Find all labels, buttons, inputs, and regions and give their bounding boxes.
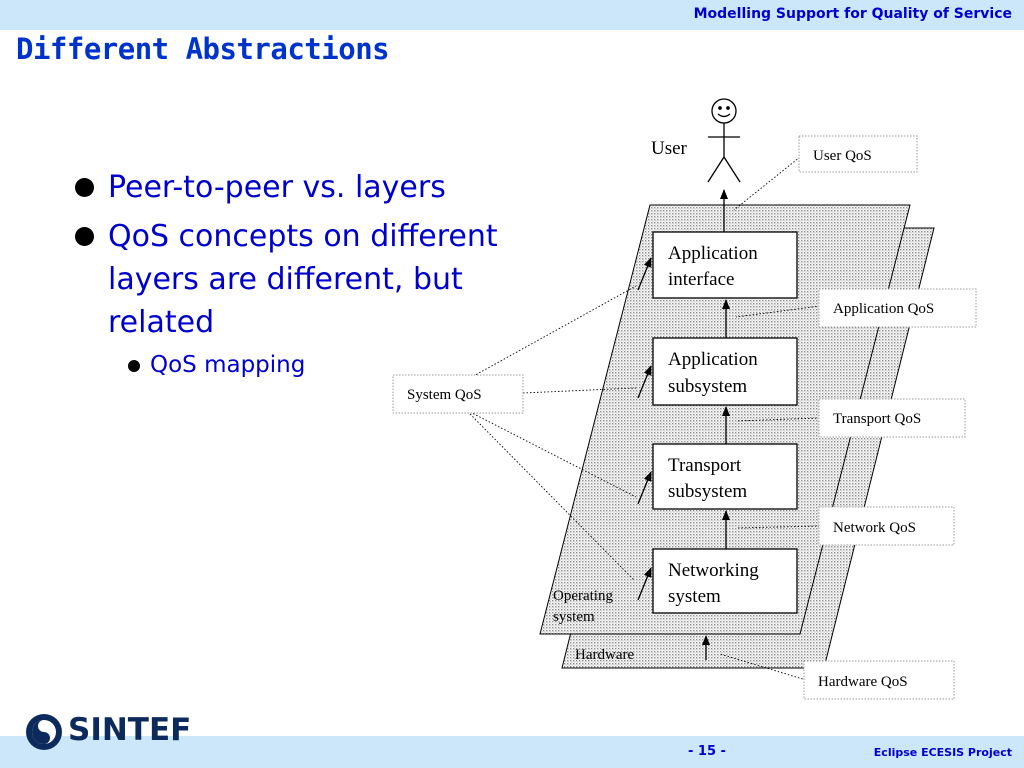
footer-project: Eclipse ECESIS Project xyxy=(873,746,1012,759)
bullet-item: QoS concepts on different layers are dif… xyxy=(72,215,502,344)
hardware-label: Hardware xyxy=(575,647,634,663)
operating-system-label: Operating xyxy=(553,588,613,604)
bullet-list: Peer-to-peer vs. layers QoS concepts on … xyxy=(72,166,502,380)
system-qos-connector-4 xyxy=(469,413,635,581)
bullet-item: Peer-to-peer vs. layers xyxy=(72,166,502,209)
svg-text:subsystem: subsystem xyxy=(668,481,747,502)
bullet-dot-icon xyxy=(75,178,94,197)
system-qos-connector-1 xyxy=(469,285,637,379)
user-qos-box xyxy=(798,135,918,173)
user-label: User xyxy=(651,138,688,159)
subbullet-item: QoS mapping xyxy=(126,350,502,380)
svg-text:system: system xyxy=(668,586,721,607)
system-qos-label: System QoS xyxy=(407,387,482,403)
system-qos-connector-3 xyxy=(469,411,637,498)
application-qos-box xyxy=(818,288,977,328)
transport-qos-connector xyxy=(735,417,821,422)
svg-text:Operating: Operating xyxy=(553,588,613,604)
operating-system-label: system xyxy=(553,609,595,625)
svg-text:subsystem: subsystem xyxy=(668,376,747,397)
network-qos-box xyxy=(818,506,955,546)
svg-text:Application: Application xyxy=(668,349,758,370)
subbullet-dot-icon xyxy=(128,360,140,372)
page-number: - 15 - xyxy=(688,744,726,759)
svg-text:system: system xyxy=(553,609,595,625)
system-arrow-networking xyxy=(637,567,652,601)
subbullet-text: QoS mapping xyxy=(150,352,306,378)
user-qos-label: User QoS xyxy=(813,148,872,164)
transport-subsystem-label: subsystem xyxy=(668,481,747,502)
operating-system-plane xyxy=(539,204,911,635)
bullet-text: Peer-to-peer vs. layers xyxy=(108,170,446,205)
svg-text:interface: interface xyxy=(668,269,734,290)
system-arrow-subsystem xyxy=(637,365,652,399)
svg-text:Transport: Transport xyxy=(668,455,742,476)
application-subsystem-label: subsystem xyxy=(668,376,747,397)
application-qos-label: Application QoS xyxy=(833,301,934,317)
system-arrow-interface xyxy=(637,257,652,291)
slide-title: Different Abstractions xyxy=(16,32,390,66)
logo-text: SINTEF xyxy=(68,712,192,748)
application-interface-box xyxy=(652,231,798,299)
user-qos-connector xyxy=(733,156,801,211)
application-interface-label: Application xyxy=(668,243,758,264)
svg-text:Networking: Networking xyxy=(668,560,759,581)
user-figure-icon xyxy=(707,98,741,183)
footer-band xyxy=(0,736,1024,768)
network-qos-connector xyxy=(735,525,821,529)
transport-subsystem-box xyxy=(652,443,798,510)
sintef-logo: SINTEF xyxy=(24,712,224,752)
networking-system-box xyxy=(652,548,798,614)
network-qos-label: Network QoS xyxy=(833,520,916,536)
hardware-qos-box xyxy=(803,660,955,700)
application-subsystem-label: Application xyxy=(668,349,758,370)
system-qos-box xyxy=(392,374,524,414)
system-qos-connector-2 xyxy=(522,387,637,394)
bullet-dot-icon xyxy=(75,227,94,246)
header-band xyxy=(0,0,1024,30)
sintef-logo-icon xyxy=(26,714,62,750)
transport-qos-label: Transport QoS xyxy=(833,411,921,427)
svg-text:Application: Application xyxy=(668,243,758,264)
hardware-qos-connector xyxy=(719,653,807,681)
hardware-qos-label: Hardware QoS xyxy=(818,674,908,690)
networking-system-label: Networking xyxy=(668,560,759,581)
header-title: Modelling Support for Quality of Service xyxy=(693,6,1012,22)
networking-system-label: system xyxy=(668,586,721,607)
bullet-text: QoS concepts on different layers are dif… xyxy=(108,219,498,340)
system-arrow-transport xyxy=(637,471,652,505)
application-subsystem-box xyxy=(652,337,798,406)
application-interface-label: interface xyxy=(668,269,734,290)
transport-qos-box xyxy=(818,398,966,438)
transport-subsystem-label: Transport xyxy=(668,455,742,476)
application-qos-connector xyxy=(735,305,821,318)
